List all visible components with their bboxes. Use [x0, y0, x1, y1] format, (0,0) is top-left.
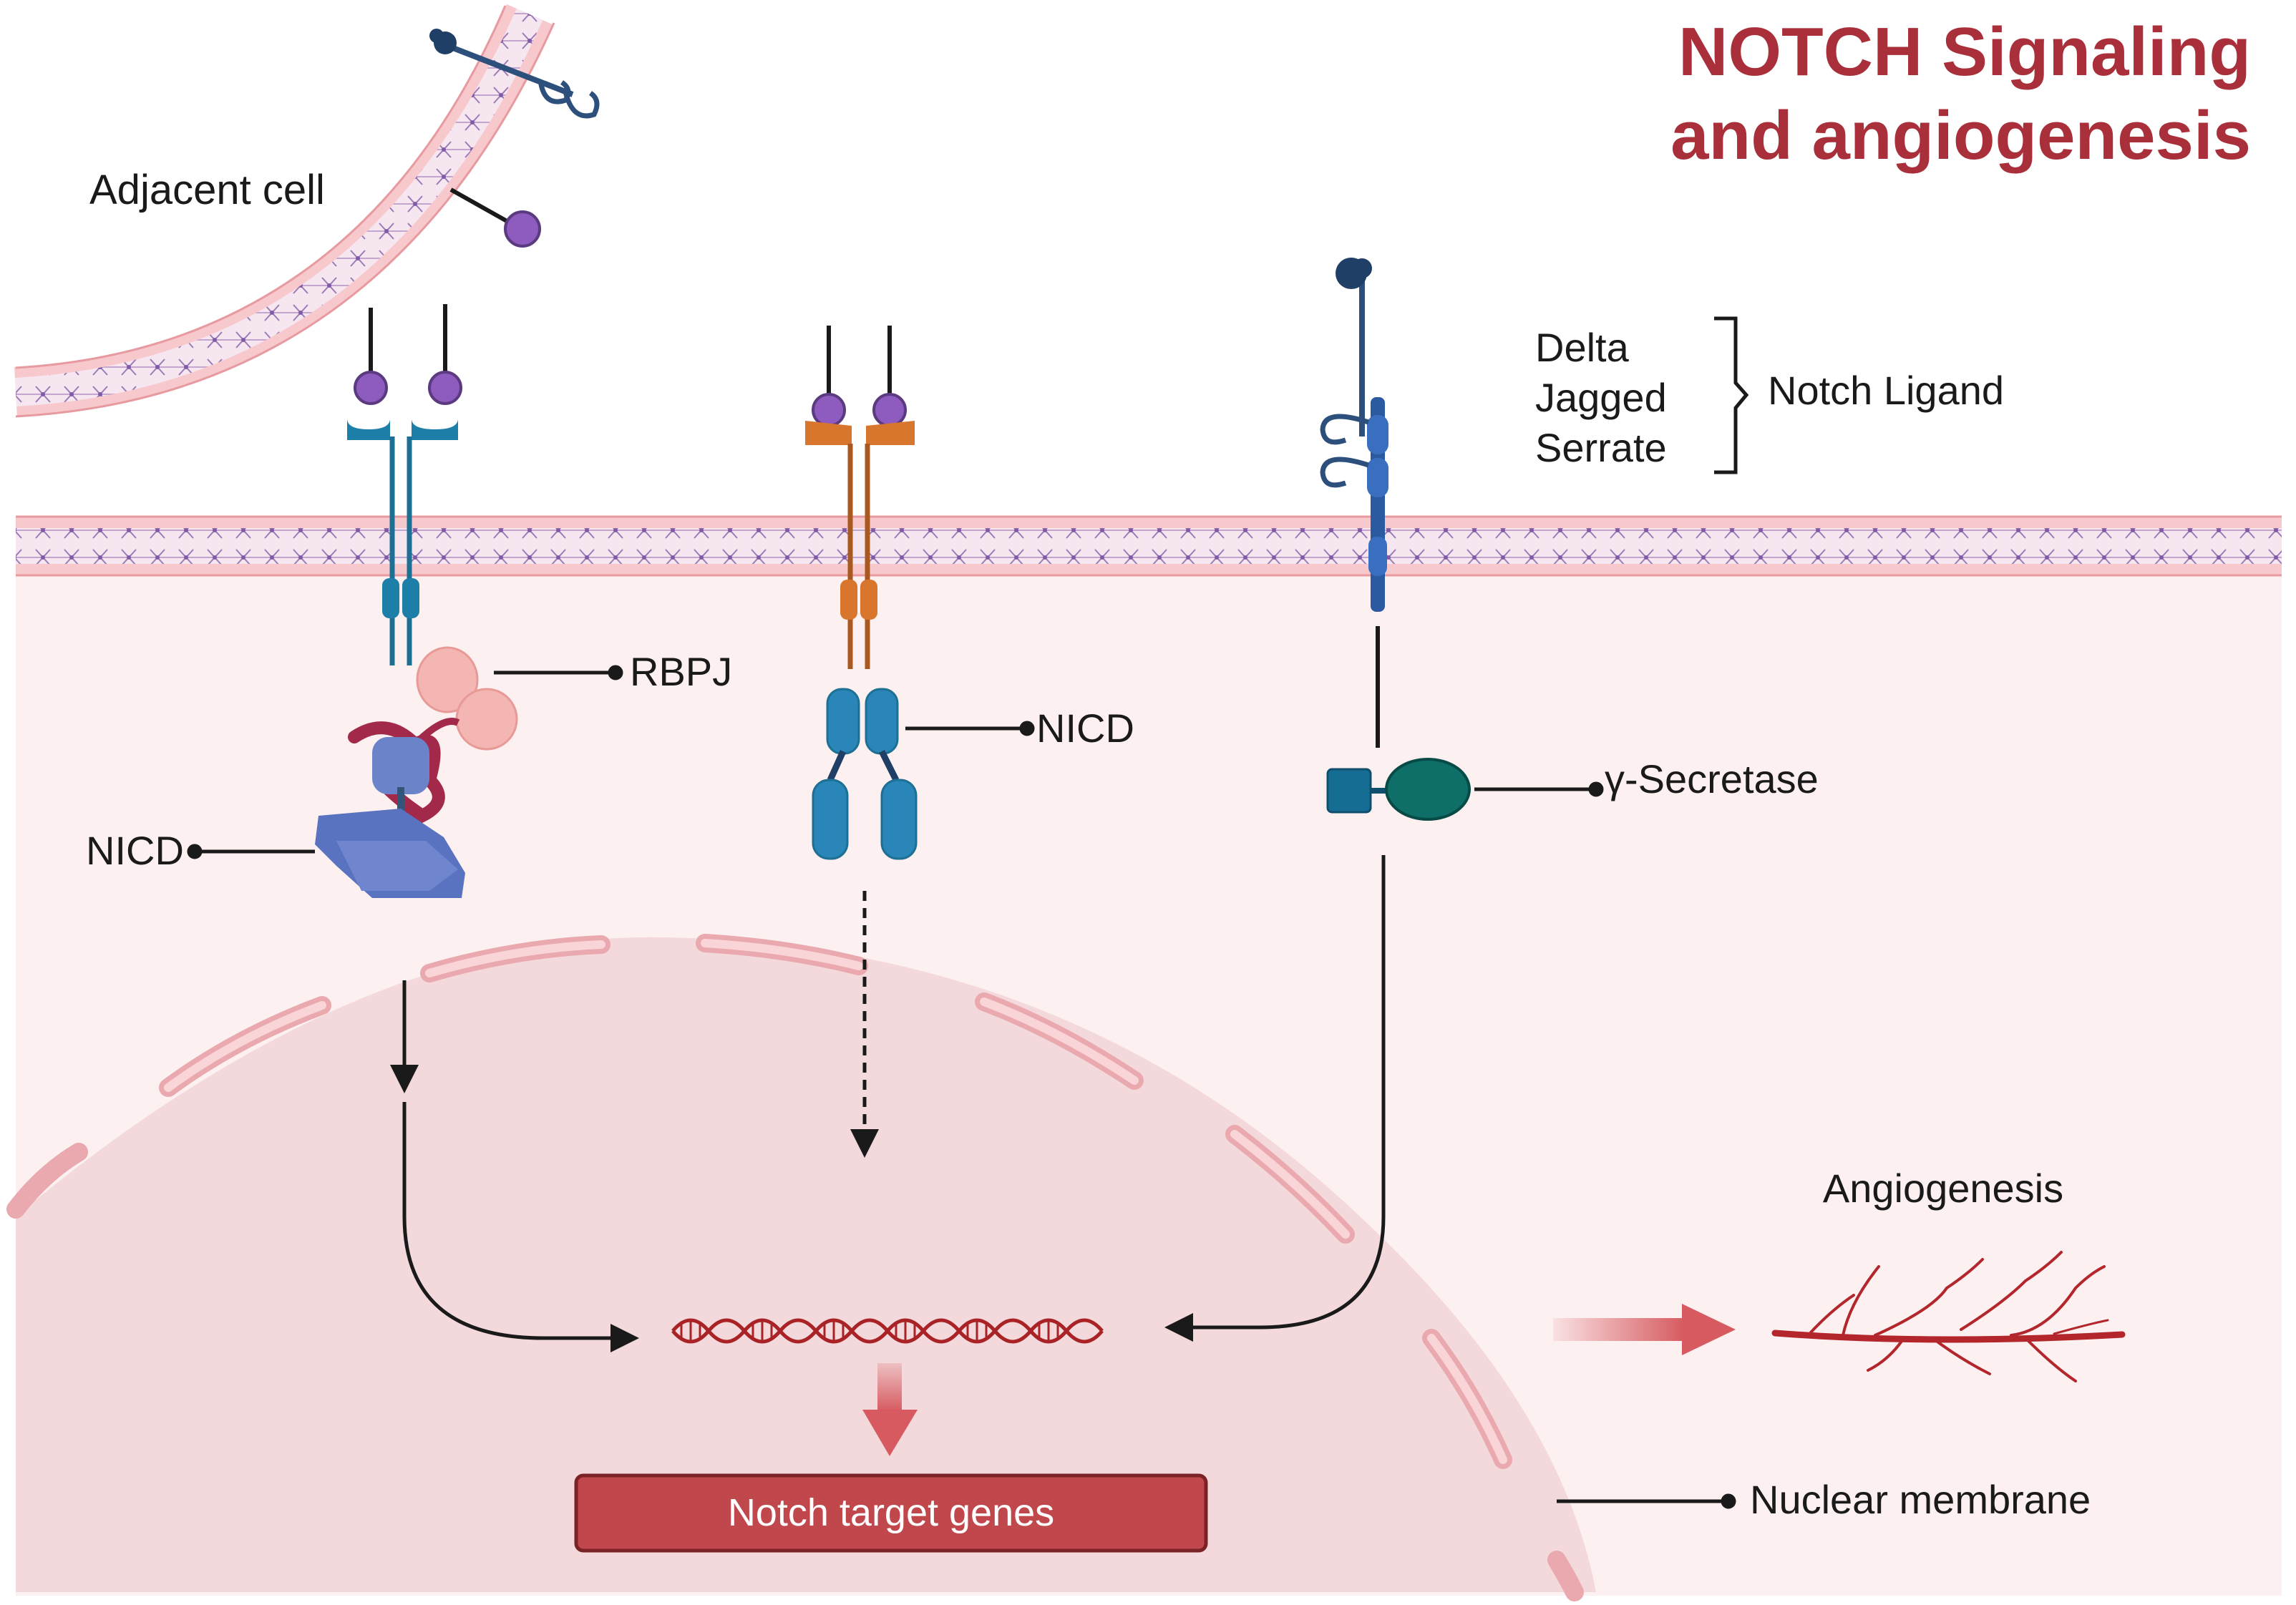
signal-arrows [390, 855, 1386, 1352]
extracellular-space [16, 0, 2282, 522]
expression-arrow [862, 1363, 918, 1456]
rbpj-label: RBPJ [630, 649, 732, 694]
nicd-left-label: NICD [86, 828, 184, 873]
page-title-line1: NOTCH Signaling [1678, 14, 2251, 90]
notch-target-genes-label: Notch target genes [728, 1491, 1054, 1534]
nicd-icon [812, 688, 918, 860]
receptor-icon [347, 304, 462, 665]
adjacent-cell-membrane [14, 4, 555, 418]
receptor-icon [805, 326, 915, 669]
adjacent-ligand-purple [449, 187, 541, 248]
notch-target-genes-box: Notch target genes [574, 1473, 1208, 1553]
page-title-line2: and angiogenesis [1670, 97, 2251, 174]
nicd-middle-label: NICD [1036, 706, 1134, 751]
adjacent-cell-label: Adjacent cell [89, 167, 325, 213]
notch-ligand-bracket [1714, 316, 1749, 474]
jagged-label: Jagged [1535, 375, 1667, 420]
notch-ligand-label: Notch Ligand [1768, 368, 2004, 413]
ligand-icon [1320, 258, 1388, 612]
serrate-label: Serrate [1535, 425, 1667, 470]
gamma-secretase-label: γ-Secretase [1605, 756, 1819, 801]
leader-lines [187, 665, 1736, 1509]
ligand-icon [429, 29, 600, 119]
gamma-secretase-icon [1326, 626, 1471, 821]
angiogenesis-label: Angiogenesis [1823, 1166, 2063, 1211]
dna-icon [671, 1318, 1104, 1344]
cell-membrane [16, 515, 2282, 577]
nucleus [16, 937, 1596, 1592]
blood-vessel-icon [1771, 1251, 2126, 1382]
nuclear-membrane-label: Nuclear membrane [1750, 1477, 2091, 1522]
angiogenesis-arrow [1553, 1304, 1736, 1355]
delta-label: Delta [1535, 325, 1630, 370]
rbpj-complex-icon [315, 646, 518, 898]
